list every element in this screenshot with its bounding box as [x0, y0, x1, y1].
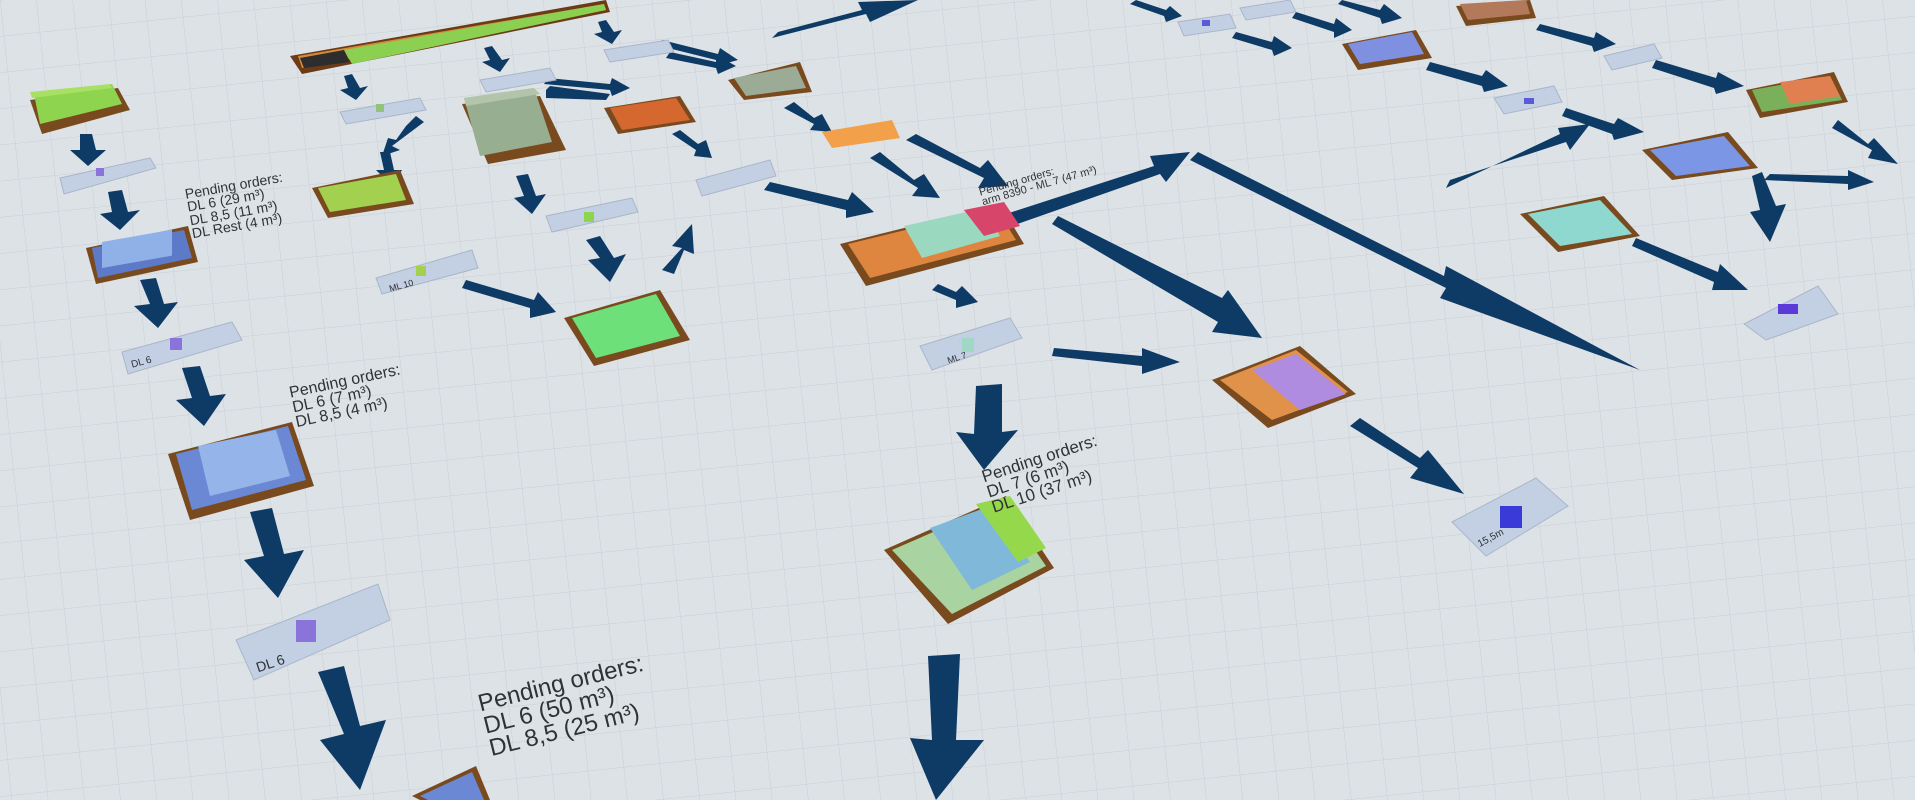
pad-small-a[interactable]: [339, 97, 427, 125]
bin-orange-label[interactable]: [822, 120, 900, 148]
bin-purple-5[interactable]: [1342, 30, 1432, 70]
bin-purple-1[interactable]: [86, 226, 198, 284]
flow-arrow: [660, 40, 738, 66]
pad-small-d[interactable]: [545, 197, 639, 233]
flow-arrow: [1130, 0, 1182, 22]
flow-arrow: [1764, 170, 1874, 190]
flow-arrow: [870, 152, 940, 198]
flow-arrow: [672, 130, 712, 158]
flow-arrow: [764, 182, 874, 218]
pad-155m[interactable]: [1451, 477, 1569, 557]
flow-arrow: [932, 284, 978, 308]
tower-green[interactable]: [462, 88, 566, 164]
flow-arrow: [1000, 152, 1190, 228]
bin-orange-1[interactable]: [604, 96, 696, 134]
bin-grey-1[interactable]: [728, 62, 812, 100]
flow-arrow: [70, 134, 106, 166]
flow-arrow: [956, 384, 1018, 470]
bin-purple-6[interactable]: [1642, 132, 1758, 180]
bin-green-left[interactable]: [30, 84, 130, 134]
flow-arrow: [1536, 24, 1616, 52]
flow-arrow: [244, 508, 304, 598]
bin-multicolor-right-top[interactable]: [1746, 72, 1848, 118]
flow-arrow: [1632, 238, 1748, 290]
flow-arrow: [662, 224, 694, 274]
flow-arrow: [772, 0, 918, 38]
flow-arrow: [1350, 418, 1464, 494]
bin-multicolor-bottom[interactable]: [884, 496, 1054, 624]
pad-small-e[interactable]: [695, 159, 777, 197]
bin-purple-3[interactable]: [412, 766, 490, 800]
flow-arrow: [1562, 108, 1644, 140]
flow-arrow: [1292, 12, 1352, 38]
pad-small-g[interactable]: [1239, 0, 1297, 21]
pad-small-c[interactable]: [603, 39, 675, 63]
flow-arrow: [1232, 32, 1292, 56]
flow-arrow: [784, 102, 832, 132]
flow-arrows: [70, 0, 1898, 800]
flow-arrow: [134, 278, 178, 328]
flow-arrow: [462, 280, 556, 318]
pad-small-h[interactable]: [1603, 43, 1663, 71]
flow-arrow: [910, 654, 984, 800]
flow-arrow: [318, 666, 386, 790]
flow-arrow: [176, 366, 226, 426]
pad-small-b[interactable]: [479, 67, 557, 93]
pad-dl6-big[interactable]: [235, 583, 391, 681]
flow-arrow: [1446, 124, 1590, 188]
pad-small-j[interactable]: [1743, 285, 1839, 341]
flow-arrow: [340, 74, 368, 100]
flow-arrow: [544, 78, 630, 96]
pad-small-i[interactable]: [1493, 85, 1563, 115]
bin-purple-4[interactable]: [1212, 346, 1356, 428]
flow-arrow: [514, 174, 546, 214]
flow-arrow: [1052, 216, 1262, 338]
pad-ml10[interactable]: [375, 249, 479, 295]
bin-purple-2[interactable]: [168, 422, 314, 520]
bin-brown-top[interactable]: [1456, 0, 1536, 26]
bin-cyan[interactable]: [1520, 196, 1640, 252]
conveyor-green-top[interactable]: [290, 0, 610, 74]
flow-arrow: [594, 20, 622, 44]
flow-arrow: [586, 236, 626, 282]
pad-small-left-top[interactable]: [59, 157, 157, 195]
bin-lime-1[interactable]: [312, 170, 414, 218]
bin-multicolor-center[interactable]: [840, 202, 1024, 286]
bin-green-2[interactable]: [564, 290, 690, 366]
flow-arrow: [1190, 152, 1640, 370]
flow-arrow: [382, 116, 424, 156]
flow-arrow: [1652, 60, 1744, 94]
flow-arrow: [1832, 120, 1898, 164]
flow-arrow: [482, 46, 510, 72]
pad-dl6-small[interactable]: [121, 321, 243, 375]
flow-arrow: [906, 134, 1008, 188]
flow-arrow: [1052, 348, 1180, 374]
flow-arrow: [1426, 62, 1508, 92]
pad-ml7[interactable]: [919, 317, 1023, 371]
flow-arrow: [1750, 172, 1786, 242]
pad-small-f[interactable]: [1177, 13, 1237, 37]
flow-arrow: [100, 190, 140, 230]
flow-arrow: [546, 86, 610, 100]
flow-arrow: [1338, 0, 1402, 24]
